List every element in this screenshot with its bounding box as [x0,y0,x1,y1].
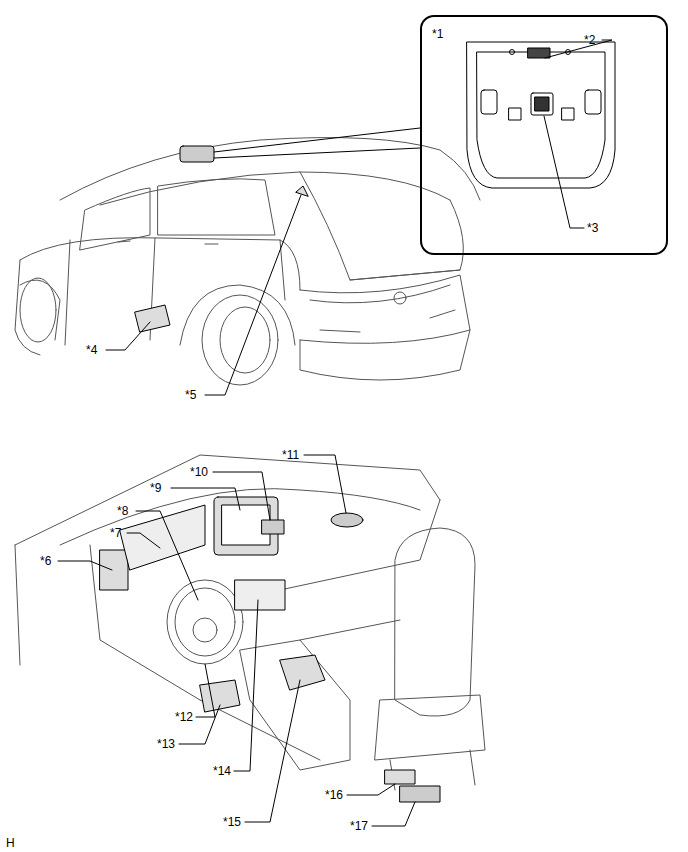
callout-number: *17 [350,819,368,833]
callout-number: *10 [190,465,208,479]
callout-number: *1 [432,27,443,41]
callout-number: *2 [584,33,595,47]
figure-code: H [6,836,15,850]
callout-number: *4 [86,343,97,357]
callout-number: *6 [40,554,51,568]
callout-number: *12 [175,710,193,724]
callout-number: *5 [185,388,196,402]
callout-number: *13 [157,737,175,751]
callout-number: *15 [223,815,241,829]
callout-number: *9 [150,481,161,495]
callout-number: *16 [325,788,343,802]
callout-number: *11 [282,448,299,462]
callout-number: *7 [110,526,121,540]
inset-frame: *1 [420,15,668,255]
callout-number: *14 [213,764,231,778]
callout-number: *8 [117,504,128,518]
callout-number: *3 [587,221,598,235]
